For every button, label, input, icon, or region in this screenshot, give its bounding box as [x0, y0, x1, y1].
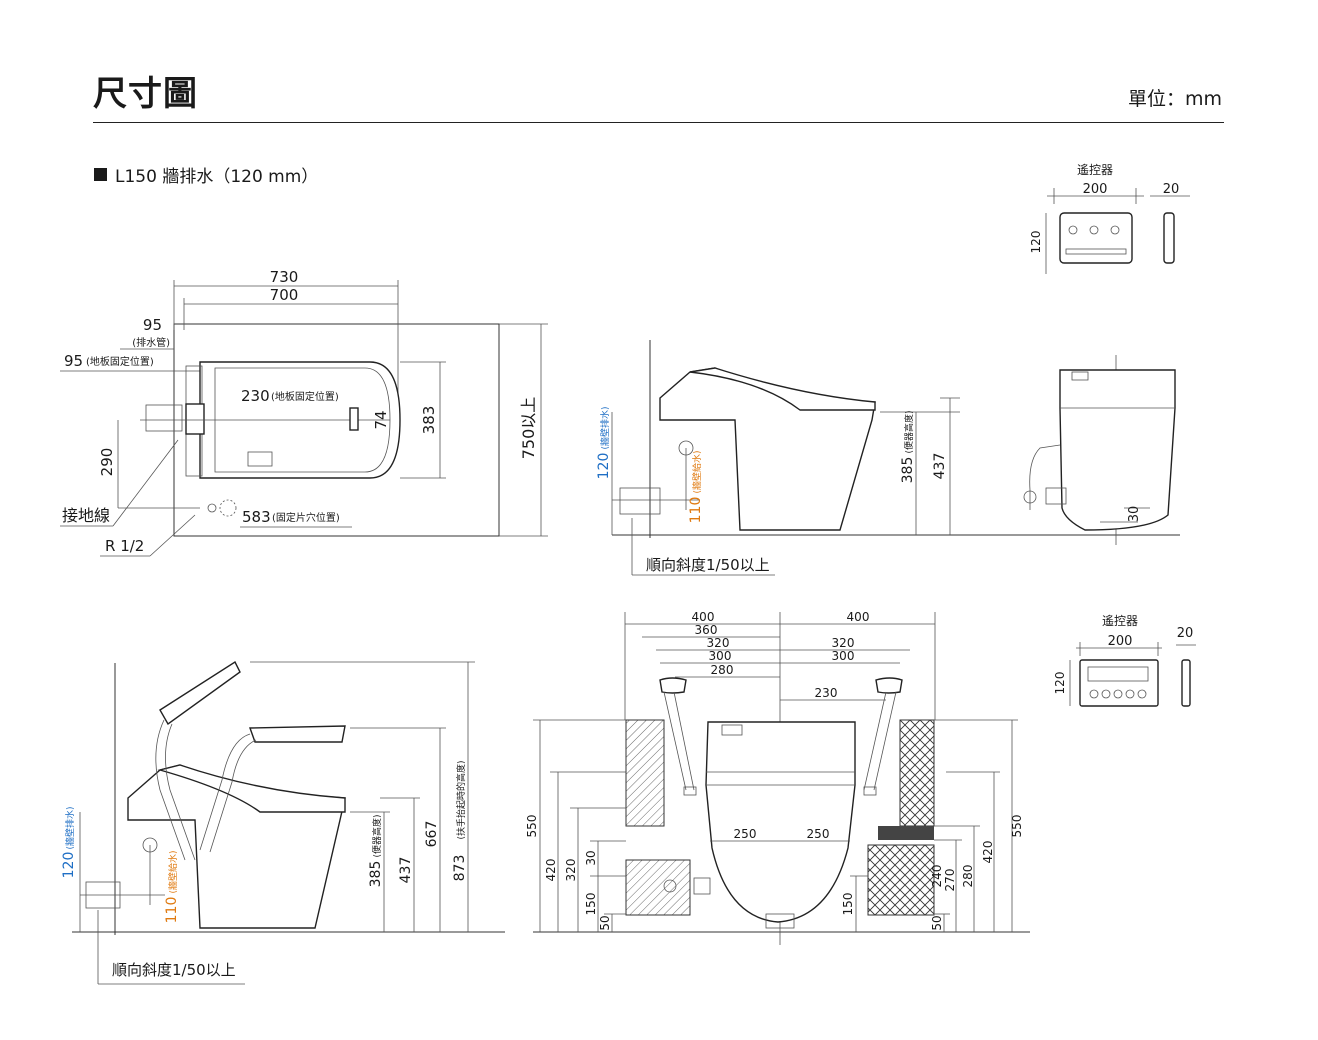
- plan-r12: R 1/2: [105, 537, 144, 555]
- plan-dim-750: 750以上: [519, 397, 538, 460]
- remote-bottom-depth: 20: [1177, 626, 1194, 641]
- plan-dim-583: 583: [242, 508, 271, 526]
- front-left-550: 550: [525, 815, 539, 838]
- plan-dim-74: 74: [372, 410, 390, 429]
- front-dim-320-left: 320: [707, 636, 730, 650]
- lift-dim-667: 667: [424, 821, 440, 848]
- plan-dim-290: 290: [98, 448, 116, 477]
- front-dim-320-right: 320: [832, 636, 855, 650]
- remote-top-title: 遙控器: [1077, 163, 1113, 177]
- remote-top-view: 遙控器 200 20 120: [1029, 163, 1190, 274]
- front-right-270: 270: [943, 869, 957, 892]
- front-left-420: 420: [544, 859, 558, 882]
- side-lift-view: 120 (牆壁排水) 110 (牆壁給水) 385 (便器高度) 437 667…: [61, 660, 505, 985]
- model-heading: L150 牆排水（120 mm）: [94, 162, 318, 187]
- plan-dim-583-note: (固定片穴位置): [272, 511, 340, 524]
- side-dim-385-note: (便器高度): [903, 410, 915, 453]
- front-left-30: 30: [584, 850, 598, 865]
- front-dim-230: 230: [815, 686, 838, 700]
- plan-dim-383: 383: [420, 406, 438, 435]
- plan-dim-730: 730: [270, 268, 299, 286]
- remote-top-width: 200: [1083, 182, 1108, 197]
- side-dim-110-note: (牆壁給水): [691, 450, 703, 493]
- remote-bottom-view: 遙控器 200 20 120: [1053, 614, 1196, 707]
- plan-dim-95-drain: 95: [143, 316, 162, 334]
- page-title: 尺寸圖: [93, 74, 198, 114]
- plan-dim-95-floor: 95: [64, 352, 83, 370]
- remote-bottom-width: 200: [1108, 634, 1133, 649]
- front-dim-300-right: 300: [832, 649, 855, 663]
- plan-ground-wire: 接地線: [62, 506, 110, 525]
- plan-dim-95-drain-note: (排水管): [132, 336, 170, 349]
- plan-dim-700: 700: [270, 286, 299, 304]
- front-left-50: 50: [598, 915, 612, 930]
- front-view: 400 400 360 320 320 300 300 280 230 250 …: [525, 610, 1030, 945]
- lift-dim-120-note: (牆壁排水): [64, 806, 76, 849]
- front-dim-400-right: 400: [847, 610, 870, 624]
- lift-dim-873: 873: [452, 855, 468, 882]
- rear-dim-30: 30: [1127, 506, 1142, 523]
- lift-dim-437: 437: [398, 857, 414, 884]
- side-dim-385: 385: [900, 457, 916, 484]
- plan-dim-230-note: (地板固定位置): [271, 390, 339, 403]
- unit-label: 單位：mm: [1127, 88, 1222, 110]
- remote-top-height: 120: [1029, 231, 1043, 254]
- lift-dim-385-note: (便器高度): [371, 814, 383, 857]
- side-dim-110: 110: [688, 497, 704, 524]
- side-dim-120: 120: [596, 453, 612, 480]
- plan-dim-95-floor-note: (地板固定位置): [86, 355, 154, 368]
- model-label: L150 牆排水（120 mm）: [115, 167, 319, 187]
- front-dim-400-left: 400: [692, 610, 715, 624]
- lift-dim-110-note: (牆壁給水): [167, 850, 179, 893]
- side-view: 120 (牆壁排水) 110 (牆壁給水) 385 (便器高度) 437 順向斜…: [596, 340, 1010, 576]
- remote-top-depth: 20: [1163, 182, 1180, 197]
- front-dim-300-left: 300: [709, 649, 732, 663]
- rear-view: 30: [1000, 355, 1180, 545]
- front-dim-360: 360: [695, 623, 718, 637]
- front-right-280: 280: [961, 865, 975, 888]
- title-divider: [93, 122, 1224, 123]
- side-dim-120-note: (牆壁排水): [599, 406, 611, 449]
- front-right-550: 550: [1010, 815, 1024, 838]
- front-right-150: 150: [841, 893, 855, 916]
- side-dim-437: 437: [932, 453, 948, 480]
- lift-slope-note: 順向斜度1/50以上: [112, 961, 236, 979]
- remote-bottom-title: 遙控器: [1102, 614, 1138, 628]
- lift-dim-120: 120: [61, 852, 77, 879]
- front-dim-250-right: 250: [807, 827, 830, 841]
- front-right-50: 50: [930, 915, 944, 930]
- plan-dim-230: 230: [241, 387, 270, 405]
- front-dim-250-left: 250: [734, 827, 757, 841]
- front-left-150: 150: [584, 893, 598, 916]
- remote-bottom-height: 120: [1053, 672, 1067, 695]
- square-bullet-icon: [94, 168, 107, 181]
- plan-view: 730 700 95 (排水管) 95 (地板固定位置) 230 (地板固定位置…: [60, 268, 548, 557]
- lift-dim-873-note: (扶手抬起時的高度): [455, 760, 467, 839]
- front-dim-280: 280: [711, 663, 734, 677]
- lift-dim-110: 110: [164, 897, 180, 924]
- side-slope-note: 順向斜度1/50以上: [646, 556, 770, 574]
- front-left-320: 320: [564, 859, 578, 882]
- front-right-420: 420: [981, 841, 995, 864]
- lift-dim-385: 385: [368, 861, 384, 888]
- front-right-240: 240: [930, 865, 944, 888]
